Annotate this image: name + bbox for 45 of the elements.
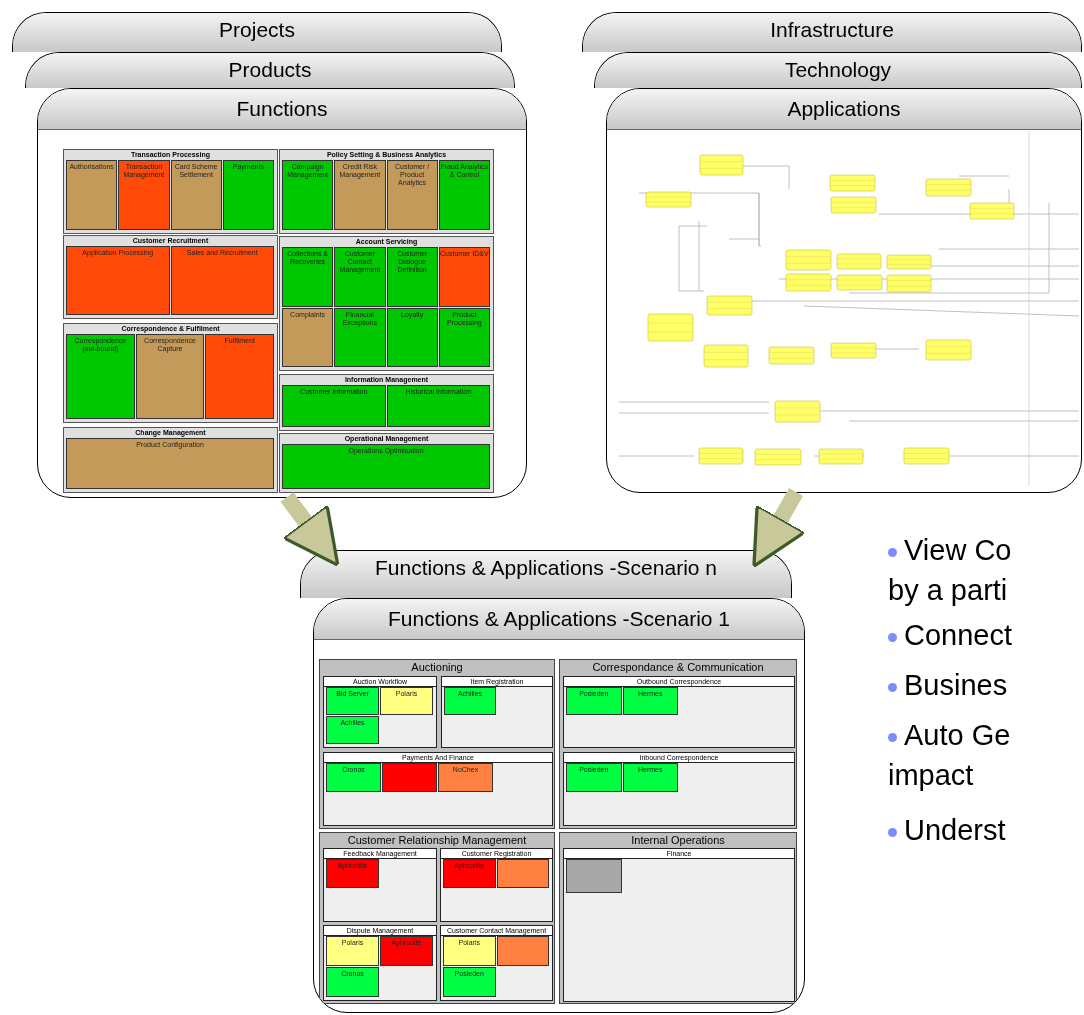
- stacked-card: [37, 88, 527, 498]
- capability-panel: [323, 752, 553, 826]
- capability-panel: [441, 676, 553, 748]
- block-arrow: [280, 492, 340, 567]
- function-group-panel: [63, 149, 278, 234]
- group-title: Auctioning: [410, 660, 464, 674]
- capability-panel: [323, 925, 437, 1001]
- function-group-panel: [279, 374, 494, 431]
- capability-panel: [563, 676, 795, 748]
- card-title: Functions & Applications -Scenario 1: [314, 599, 804, 640]
- domain-panel: [559, 659, 797, 829]
- function-group-panel: [279, 236, 494, 371]
- function-group-panel: [63, 323, 278, 423]
- card-title: Applications: [607, 89, 1081, 130]
- card-title: Products: [26, 53, 514, 88]
- capability-panel: [323, 676, 437, 748]
- bullet-text: Connect: [888, 615, 1038, 655]
- group-title: Customer Relationship Management: [346, 833, 528, 847]
- capability-panel: [440, 848, 553, 922]
- domain-panel: [319, 659, 555, 829]
- bullet-text: Underst: [888, 810, 1038, 850]
- card-title: Technology: [595, 53, 1081, 88]
- bullet-text: View Co by a parti: [888, 530, 1038, 610]
- group-title: Internal Operations: [630, 833, 726, 847]
- capability-panel: [323, 848, 437, 922]
- domain-panel: [319, 832, 555, 1004]
- application-cell: [496, 936, 549, 966]
- function-group-panel: [279, 433, 494, 493]
- function-group-panel: [279, 149, 494, 234]
- application-cell: [566, 859, 622, 893]
- card-title: Infrastructure: [583, 13, 1081, 52]
- group-title: Correspondance & Communication: [591, 660, 765, 674]
- function-group-panel: [63, 235, 278, 319]
- application-cell: [496, 859, 549, 888]
- bullet-text: Busines: [888, 665, 1038, 705]
- capability-panel: [440, 925, 553, 1001]
- function-group-panel: [63, 427, 278, 493]
- application-cell: [382, 763, 437, 792]
- card-title: Functions & Applications -Scenario n: [301, 551, 791, 598]
- card-title: Projects: [13, 13, 501, 52]
- block-arrow: [752, 488, 807, 568]
- card-title: Functions: [38, 89, 526, 130]
- bullet-text: Auto Ge impact: [888, 715, 1038, 795]
- stacked-card: [313, 598, 805, 1013]
- capability-panel: [563, 752, 795, 826]
